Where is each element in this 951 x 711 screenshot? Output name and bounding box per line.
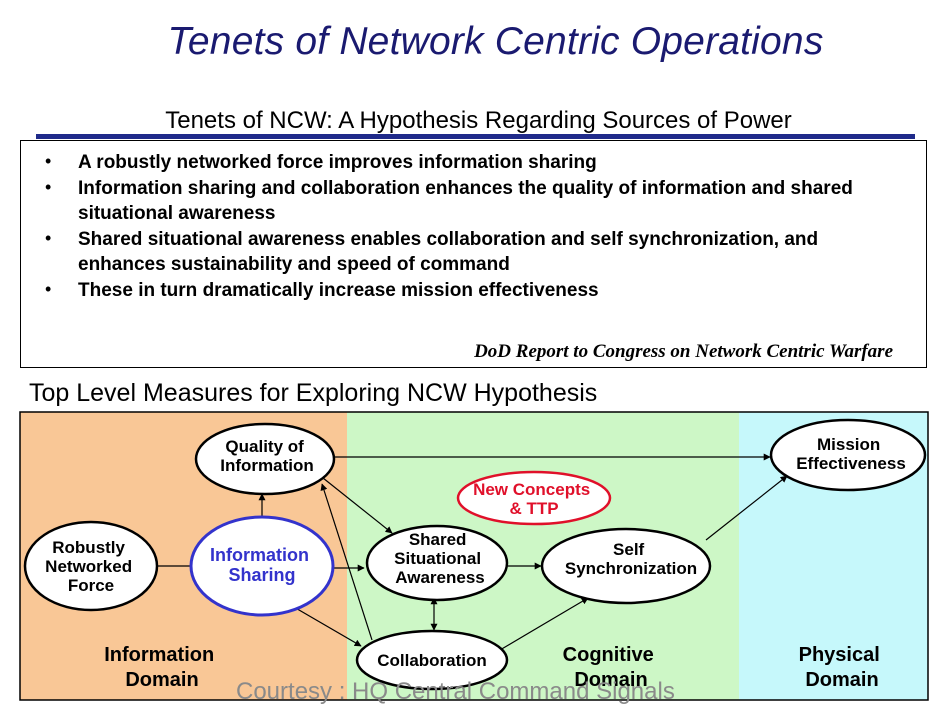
- svg-text:Information Sharing: Information Sharing: [210, 545, 314, 585]
- svg-text:Cognitive Domain: Cognitive Domain: [563, 644, 660, 691]
- node-self-synchronization: Self Synchronization: [540, 527, 712, 605]
- node-robustly-networked-force: Robustly Networked Force: [23, 520, 159, 612]
- arrow-collab-to-quality: [320, 483, 373, 641]
- tenets-box: [20, 140, 927, 368]
- node-mission-effectiveness: Mission Effectiveness: [769, 418, 927, 492]
- arrow-sharing-collab: [286, 602, 362, 647]
- bullet-dot: •: [45, 227, 52, 248]
- svg-text:Physical Domain: Physical Domain: [799, 644, 886, 691]
- page-title: Tenets of Network Centric Operations: [167, 20, 824, 63]
- divider-rule: [36, 134, 915, 139]
- svg-text:Collaboration: Collaboration: [377, 651, 487, 670]
- svg-text:Self Synchronization: Self Synchronization: [565, 540, 697, 578]
- arrow-quality-to-shared-sa: [317, 473, 393, 534]
- tenet-item: •These in turn dramatically increase mis…: [45, 278, 599, 301]
- node-shared-situational-awareness: Shared Situational Awareness: [365, 524, 509, 602]
- node-new-concepts-ttp: New Concepts & TTP: [456, 470, 612, 526]
- svg-text:Information Domain: Information Domain: [104, 644, 220, 691]
- node-quality-of-information: Quality of Information: [194, 422, 336, 496]
- physical-domain-label: Physical Domain: [799, 644, 886, 691]
- subtitle: Tenets of NCW: A Hypothesis Regarding So…: [165, 107, 792, 134]
- arrow-collab-to-self-sync: [499, 597, 589, 651]
- tenet-item: •Information sharing and collaboration e…: [45, 176, 853, 225]
- svg-text:Shared Situational: Shared Situational Awareness: [394, 530, 486, 587]
- svg-text:Robustly Networked: Robustly Networked Force: [45, 538, 137, 595]
- cognitive-domain-label: Cognitive Domain: [563, 644, 660, 691]
- tenets-list: •A robustly networked force improves inf…: [42, 150, 902, 303]
- bullet-dot: •: [45, 278, 52, 299]
- svg-text:Quality of Information: Quality of Information: [220, 437, 314, 475]
- tenet-item: •Shared situational awareness enables co…: [45, 227, 819, 276]
- measures-title: Top Level Measures for Exploring NCW Hyp…: [29, 379, 598, 407]
- information-domain-label: Information Domain: [104, 644, 220, 691]
- svg-text:New Concepts & TTP: New Concepts & TTP: [473, 480, 595, 518]
- bullet-dot: •: [45, 176, 52, 197]
- node-information-sharing: Information Sharing: [189, 515, 335, 617]
- arrow-self-sync-to-mission: [705, 475, 788, 541]
- courtesy-watermark: Courtesy : HQ Central Command Signals: [236, 678, 675, 705]
- diagram-frame: [19, 411, 929, 701]
- tenet-item: •A robustly networked force improves inf…: [45, 151, 597, 173]
- bullet-dot: •: [45, 151, 52, 171]
- node-collaboration: Collaboration: [355, 629, 509, 691]
- svg-text:Mission Effectiveness: Mission Effectiveness: [796, 435, 906, 473]
- source-citation: DoD Report to Congress on Network Centri…: [474, 341, 893, 362]
